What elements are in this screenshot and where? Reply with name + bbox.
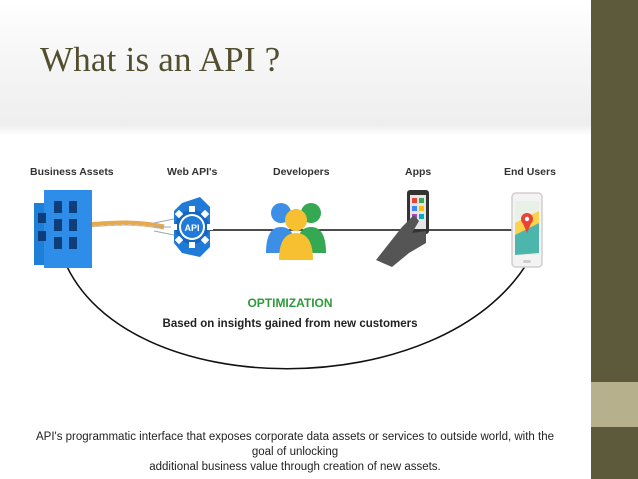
stage-label-end-users: End Users <box>504 166 556 178</box>
api-badge-text: API <box>184 223 199 233</box>
stage-label-web-apis: Web API's <box>167 166 218 178</box>
building-icon <box>34 190 92 268</box>
caption-line-1: API's programmatic interface that expose… <box>35 431 555 458</box>
phone-map-icon <box>511 192 543 268</box>
stage-label-business-assets: Business Assets <box>30 166 114 178</box>
stage-label-developers: Developers <box>273 166 330 178</box>
developers-group-icon <box>266 203 326 260</box>
caption-line-2: additional business value through creati… <box>149 461 441 473</box>
cable-icon <box>85 220 165 230</box>
api-gear-icon: API <box>171 197 213 257</box>
hand-phone-icon <box>376 190 429 267</box>
sidebar-accent-block <box>591 382 638 427</box>
diagram-caption: API's programmatic interface that expose… <box>30 430 560 475</box>
stage-label-apps: Apps <box>405 166 431 178</box>
slide-title: What is an API ? <box>40 40 281 79</box>
api-diagram: API Business Assets Web API's Developers <box>30 166 556 370</box>
optimization-title: OPTIMIZATION <box>247 296 332 310</box>
optimization-arc <box>63 259 530 370</box>
optimization-subtitle: Based on insights gained from new custom… <box>163 318 418 330</box>
